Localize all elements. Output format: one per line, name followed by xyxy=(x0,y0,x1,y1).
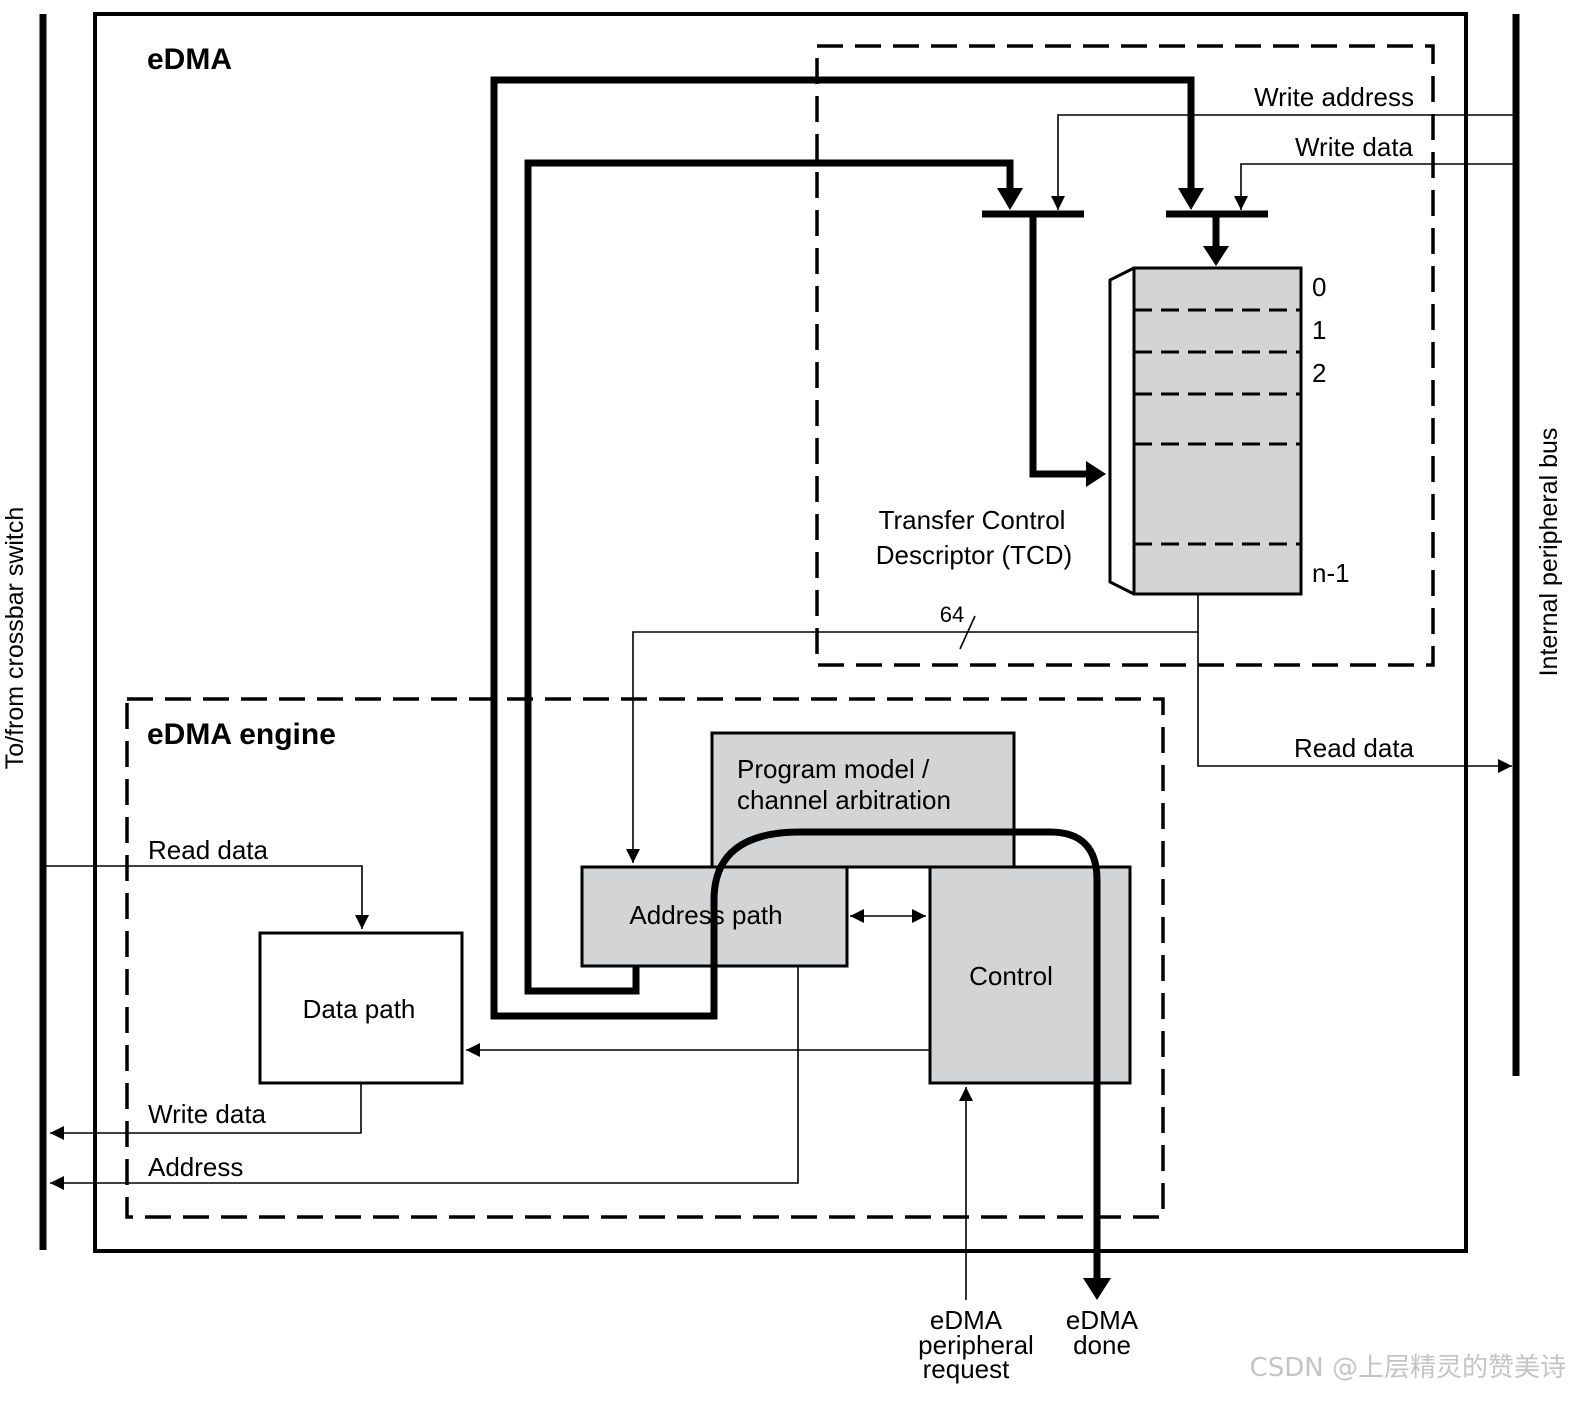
tcd-row-1-label: 1 xyxy=(1312,315,1326,345)
tcd-label-line1: Transfer Control xyxy=(879,505,1066,535)
read-data-right-label: Read data xyxy=(1294,733,1415,763)
program-model-block xyxy=(710,731,1016,869)
edma-engine-title: eDMA engine xyxy=(147,718,336,751)
done-label-line1: eDMA xyxy=(1066,1305,1139,1335)
edma-engine-region xyxy=(125,697,1165,1219)
write-address-label: Write address xyxy=(1254,82,1414,112)
program-model-label-line2: channel arbitration xyxy=(737,785,951,815)
data-path-block xyxy=(258,931,464,1085)
control-label: Control xyxy=(969,961,1053,991)
address-left-line xyxy=(50,966,799,1190)
data-path-label: Data path xyxy=(303,994,416,1024)
read-data-left-label: Read data xyxy=(148,835,269,865)
peripheral-request-label-line2: peripheral xyxy=(918,1330,1034,1360)
peripheral-bus-label: Internal peripheral bus xyxy=(1535,428,1563,677)
tcd-label-line2: Descriptor (TCD) xyxy=(876,540,1072,570)
bus-width-label: 64 xyxy=(940,602,964,627)
watermark: CSDN @上层精灵的赞美诗 xyxy=(1250,1353,1566,1383)
write-data-top-line xyxy=(1234,163,1513,210)
tcd-to-address-line xyxy=(626,594,1199,863)
outer-thick-path xyxy=(490,76,1195,1020)
program-model-label-line1: Program model / xyxy=(737,754,930,784)
done-thick-path xyxy=(710,828,1101,1282)
bus-width-slash xyxy=(959,615,976,650)
peripheral-request-label-line1: eDMA xyxy=(930,1305,1003,1335)
crossbar-bus-label: To/from crossbar switch xyxy=(1,507,29,770)
tcd-row-2-label: 2 xyxy=(1312,358,1326,388)
write-address-line xyxy=(1051,114,1513,210)
peripheral-request-label-line3: request xyxy=(923,1354,1010,1384)
tcd-row-0-label: 0 xyxy=(1312,272,1326,302)
read-data-right-line xyxy=(1197,632,1512,773)
write-data-top-label: Write data xyxy=(1295,132,1414,162)
inner-thick-path xyxy=(524,159,1014,995)
tcd-region xyxy=(815,44,1435,667)
write-data-left-label: Write data xyxy=(148,1099,267,1129)
tcd-row-last-label: n-1 xyxy=(1312,558,1350,588)
edma-frame xyxy=(93,12,1468,1253)
address-left-label: Address xyxy=(148,1152,243,1182)
read-data-left-line xyxy=(46,865,369,929)
address-path-label: Address path xyxy=(629,900,782,930)
tcd-array xyxy=(1108,266,1303,596)
done-label-line2: done xyxy=(1073,1330,1131,1360)
write-data-left-line xyxy=(50,1083,362,1140)
edma-title: eDMA xyxy=(147,43,232,76)
